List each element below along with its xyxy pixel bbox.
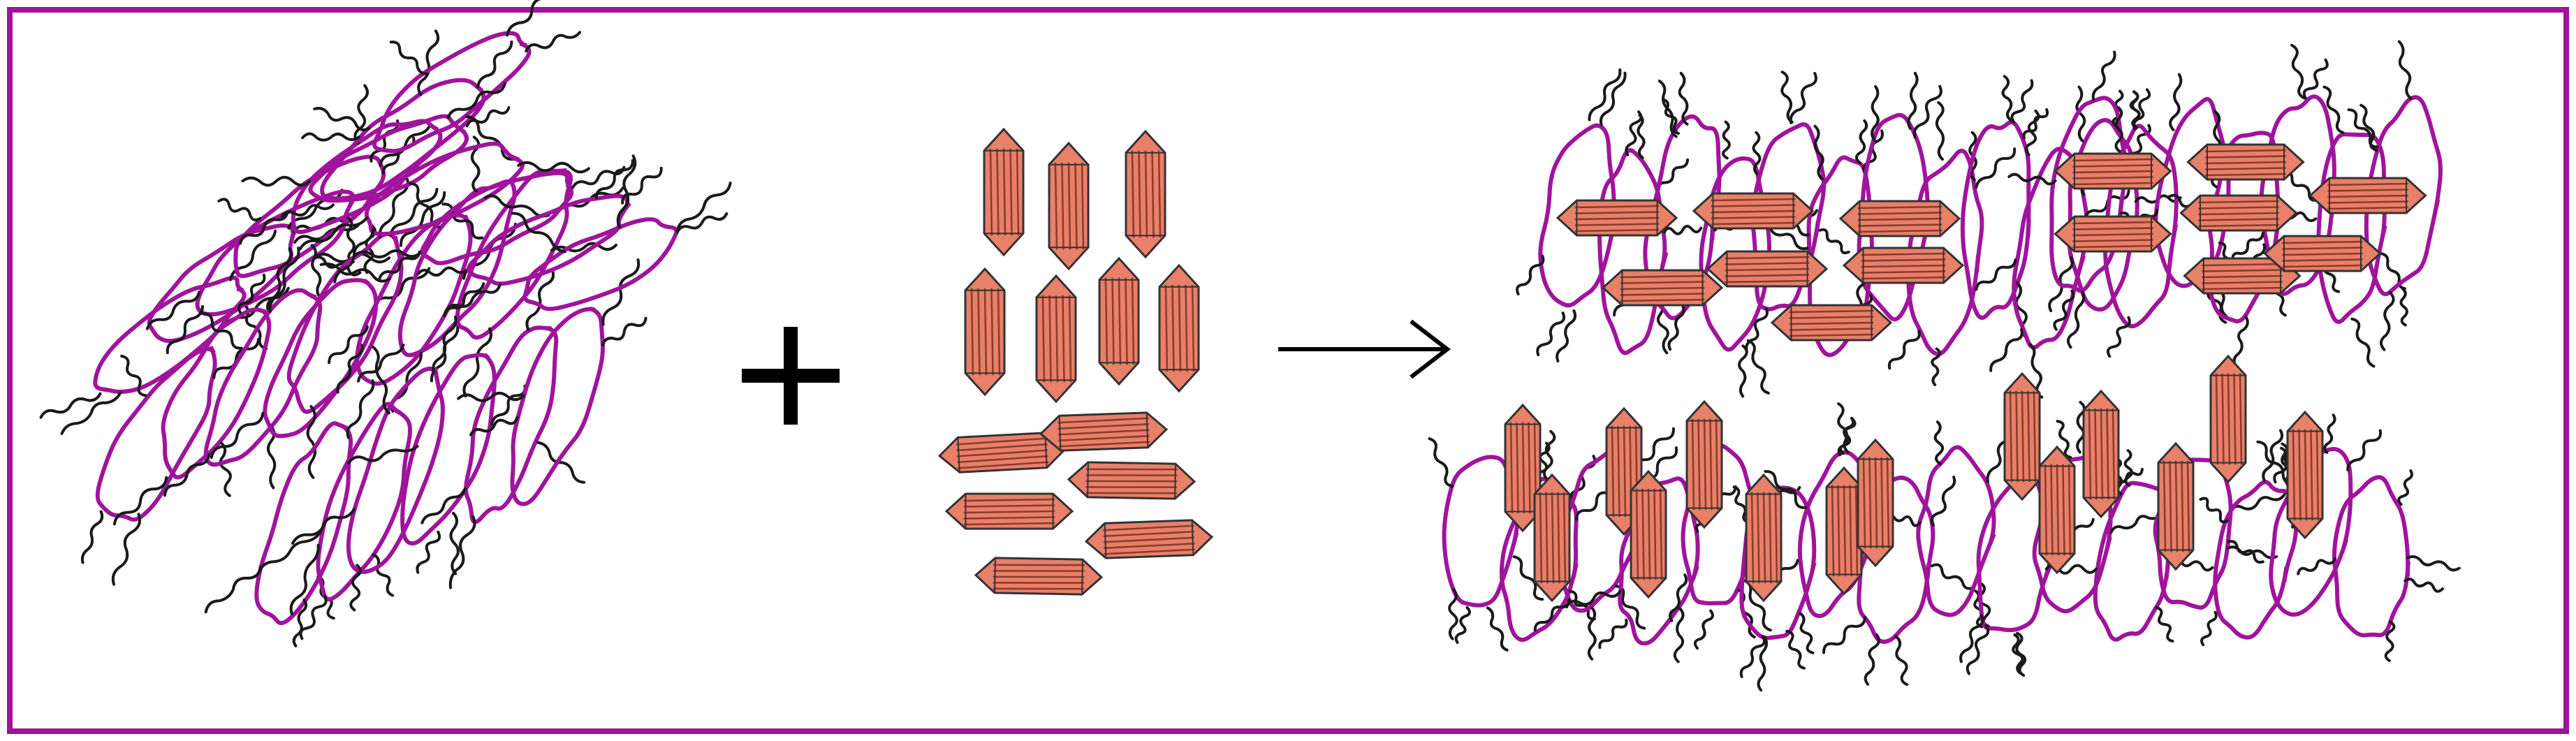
polymer-coil [257, 402, 413, 640]
plus-icon [742, 327, 840, 425]
polymer-coil [301, 29, 513, 201]
nanocrystal-icon [937, 127, 1214, 596]
aligned-nanocrystal [1745, 473, 1783, 603]
aligned-nanocrystal [1533, 473, 1571, 603]
nanocrystal-vertical [1098, 256, 1140, 386]
polymer-coil [457, 258, 647, 506]
polymer-coil [280, 82, 511, 229]
polymer-coil [420, 267, 586, 589]
aligned-nanocrystal [2038, 445, 2076, 575]
aligned-nanocrystal [1857, 438, 1894, 568]
polymer-coil [147, 189, 360, 351]
arrow-right-icon [1278, 319, 1451, 379]
nanocrystal-vertical [1048, 141, 1090, 271]
aligned-nanocrystal [1556, 199, 1678, 237]
aligned-nanocrystal [1706, 250, 1829, 288]
nanocrystal-horizontal [1084, 519, 1214, 559]
polymer-coil [347, 353, 527, 575]
polymer-loop [2103, 88, 2179, 358]
nanocrystal-vertical [1125, 129, 1166, 259]
polymer-loop [1516, 68, 1627, 362]
polymer-coil [291, 315, 458, 612]
aligned-nanocrystal [1842, 247, 1965, 284]
nanocrystal-vertical [1158, 263, 1200, 393]
polymer-loop [2048, 85, 2182, 312]
aligned-nanocrystal [2186, 143, 2305, 181]
aligned-nanocrystal [1685, 399, 1723, 529]
polymer-loop [1960, 75, 2049, 339]
nanocrystal-horizontal [974, 557, 1104, 596]
aligned-nanocrystal [2157, 441, 2195, 571]
aligned-nanocrystal [1692, 192, 1815, 230]
nanocrystal-vertical [983, 127, 1025, 257]
aligned-nanocrystal [2179, 194, 2298, 232]
aligned-nanocrystal [2263, 235, 2382, 272]
polymer-coil [112, 247, 293, 526]
polymer-loop [2297, 469, 2461, 662]
aligned-nanocrystal [2082, 389, 2120, 519]
aligned-nanocrystal [2054, 152, 2172, 190]
aligned-nanocrystal [1770, 304, 1893, 342]
polymer-loop [1887, 101, 2017, 386]
polymer-coil [511, 154, 732, 311]
aligned-nanocrystal [2054, 215, 2172, 253]
aligned-nanocrystal [2286, 410, 2324, 540]
nanocrystal-horizontal [1039, 411, 1169, 452]
aligned-nanocrystal [1504, 403, 1542, 533]
polymer-loop [1884, 420, 2013, 629]
nanocrystal-horizontal [1067, 461, 1196, 500]
polymer-coil [298, 141, 590, 284]
aligned-nanocrystal [1825, 466, 1863, 596]
polymer-coil [80, 337, 260, 586]
aligned-nanocrystal [2308, 177, 2427, 214]
polymer-coil [204, 379, 375, 647]
aligned-nanocrystal [2003, 372, 2041, 501]
polymer-coil [372, 0, 581, 161]
polymer-coil-icon [39, 0, 732, 647]
composite-assembly-icon [1428, 40, 2461, 692]
aligned-nanocrystal [2183, 257, 2301, 295]
nanocrystal-vertical [964, 267, 1006, 397]
polymer-loop [2347, 40, 2443, 351]
polymer-coil [210, 224, 431, 460]
aligned-nanocrystal [1630, 469, 1667, 599]
polymer-coil [163, 247, 323, 497]
aligned-nanocrystal [2209, 354, 2247, 484]
nanocrystal-horizontal [944, 492, 1074, 530]
aligned-nanocrystal [1838, 200, 1961, 237]
nanocrystal-vertical [1035, 274, 1077, 404]
polymer-coil [39, 229, 290, 435]
figure-frame [7, 7, 2569, 734]
aligned-nanocrystal [1601, 269, 1724, 307]
